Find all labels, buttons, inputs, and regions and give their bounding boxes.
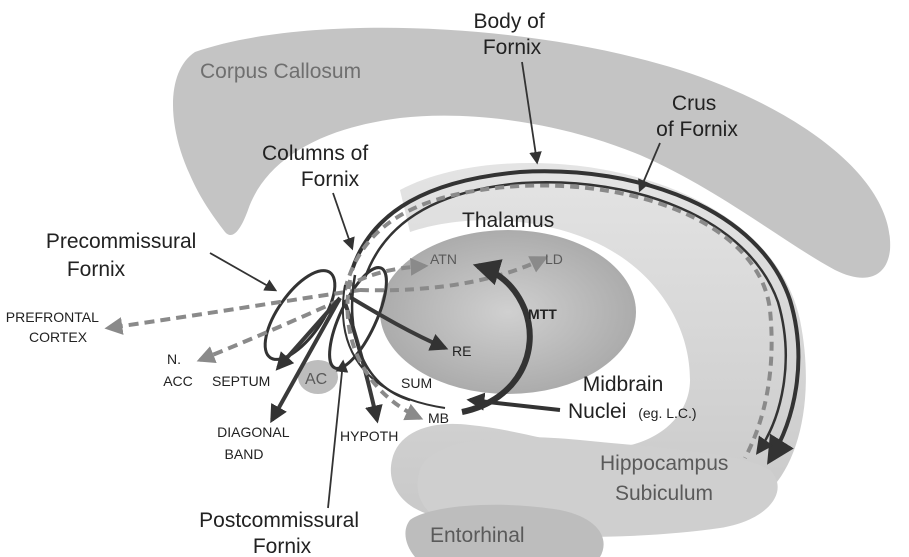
re-label: RE: [452, 343, 471, 359]
corpus-callosum-label: Corpus Callosum: [200, 60, 361, 83]
septum-label: SEPTUM: [212, 373, 270, 389]
hypoth-label: HYPOTH: [340, 428, 398, 444]
sum-label: SUM: [401, 375, 432, 391]
subiculum-label: Subiculum: [615, 482, 713, 505]
thalamus-region: [380, 230, 636, 394]
ld-label: LD: [545, 251, 563, 267]
midbrain-label: Midbrain: [583, 373, 664, 396]
postcommissural-label: Postcommissural Fornix: [199, 509, 365, 557]
thalamus-label: Thalamus: [462, 209, 554, 232]
hippocampus-label: Hippocampus: [600, 452, 728, 475]
atn-label: ATN: [430, 251, 457, 267]
ac-label: AC: [305, 371, 327, 388]
columns-fornix-pointer: [333, 193, 352, 248]
precommissural-loop: [252, 260, 348, 370]
mtt-label: MTT: [528, 306, 557, 322]
midbrain-nuclei-label: Nuclei (eg. L.C.): [568, 400, 697, 423]
mb-label: MB: [428, 410, 449, 426]
entorhinal-label: Entorhinal: [430, 524, 525, 547]
n-acc-label: N. ACC: [163, 351, 193, 389]
prefrontal-label: PREFRONTAL CORTEX: [6, 309, 102, 345]
columns-fornix-label: Columns of Fornix: [262, 142, 374, 191]
precommissural-label: Precommissural Fornix: [46, 230, 202, 281]
precommissural-pointer: [210, 253, 275, 290]
nacc-projection: [200, 300, 340, 360]
diagonal-band-label: DIAGONAL BAND: [217, 424, 293, 462]
